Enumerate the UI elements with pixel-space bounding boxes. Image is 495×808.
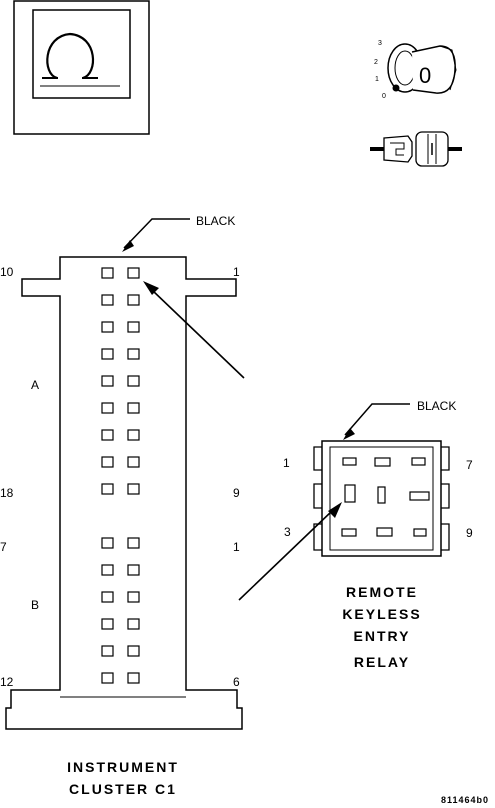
pin-cavity (101, 429, 114, 441)
pin-cavity (101, 402, 114, 414)
section-b-label: B (31, 598, 39, 612)
section-a-pin-top-right: 1 (233, 265, 240, 279)
ignition-position-1: 1 (375, 76, 379, 83)
section-a-pin-top-left: 10 (0, 265, 14, 279)
cluster-pin-cavities (101, 267, 140, 684)
pin-cavity (127, 321, 140, 333)
instrument-cluster-connector: BLACK 10 1 A 18 9 7 1 B 12 6 INSTRUMENT … (0, 214, 243, 797)
section-a-pin-bottom-left: 18 (0, 486, 14, 500)
ohmmeter-symbol (13, 0, 150, 135)
relay-color-label: BLACK (417, 399, 456, 413)
cluster-title-line2: CLUSTER C1 (69, 781, 177, 797)
pin-cavity (101, 321, 114, 333)
pin-cavity (101, 591, 114, 603)
pin-cavity (127, 645, 140, 657)
pointer-arrow-cluster (143, 281, 245, 379)
omega-icon (40, 32, 120, 87)
pin-cavity (101, 348, 114, 360)
ignition-position-3: 3 (378, 40, 382, 47)
ignition-position-0: 0 (382, 93, 386, 100)
pin-cavity (101, 672, 114, 684)
relay-title-line3: ENTRY (354, 628, 411, 644)
relay-terminal (409, 491, 430, 501)
figure-code: 811464b0 (441, 795, 489, 805)
pin-cavity (127, 618, 140, 630)
section-b-pin-top-right: 1 (233, 540, 240, 554)
pin-cavity (101, 645, 114, 657)
relay-pin-7: 7 (466, 458, 473, 472)
pin-cavity (127, 402, 140, 414)
pin-cavity (127, 294, 140, 306)
pin-cavity (127, 591, 140, 603)
section-b-pin-top-left: 7 (0, 540, 7, 554)
relay-terminal (411, 457, 426, 466)
pin-cavity (101, 375, 114, 387)
relay-terminal (342, 457, 357, 466)
relay-title-line1: REMOTE (346, 584, 418, 600)
pin-cavity (127, 456, 140, 468)
relay-title-line4: RELAY (354, 654, 410, 670)
cluster-title-line1: INSTRUMENT (67, 759, 179, 775)
relay-terminal (374, 457, 391, 467)
pin-cavity (101, 483, 114, 495)
ignition-key-label: 0 (419, 63, 431, 88)
relay-terminal (377, 486, 386, 504)
pin-cavity (101, 456, 114, 468)
pin-cavity (127, 429, 140, 441)
relay-pin-3: 3 (284, 525, 291, 539)
pin-cavity (127, 348, 140, 360)
pin-cavity (127, 672, 140, 684)
ignition-key-icon: 3 2 1 0 0 (374, 40, 457, 100)
pointer-arrow-relay (238, 502, 342, 601)
relay-title-line2: KEYLESS (342, 606, 421, 622)
relay-connector: BLACK 1 7 3 9 REMOTE KEYLESS ENTRY RELAY (283, 399, 473, 670)
pin-cavity (127, 483, 140, 495)
relay-terminal (344, 484, 356, 503)
pin-cavity (101, 564, 114, 576)
cluster-color-label: BLACK (196, 214, 235, 228)
pin-cavity (101, 537, 114, 549)
pin-cavity (127, 564, 140, 576)
section-b-pin-bottom-left: 12 (0, 675, 14, 689)
relay-pin-9: 9 (466, 526, 473, 540)
relay-pin-1: 1 (283, 456, 290, 470)
cluster-connector-body (5, 256, 243, 730)
ignition-position-2: 2 (374, 59, 378, 66)
pin-cavity (101, 267, 114, 279)
pin-cavity (101, 294, 114, 306)
relay-terminal (376, 527, 393, 537)
relay-terminal (413, 528, 427, 537)
relay-terminal (341, 528, 357, 537)
pin-cavity (127, 267, 140, 279)
section-a-pin-bottom-right: 9 (233, 486, 240, 500)
pin-cavity (101, 618, 114, 630)
section-b-pin-bottom-right: 6 (233, 675, 240, 689)
section-a-label: A (31, 378, 39, 392)
pin-cavity (127, 375, 140, 387)
connector-icon (370, 131, 462, 167)
pin-cavity (127, 537, 140, 549)
